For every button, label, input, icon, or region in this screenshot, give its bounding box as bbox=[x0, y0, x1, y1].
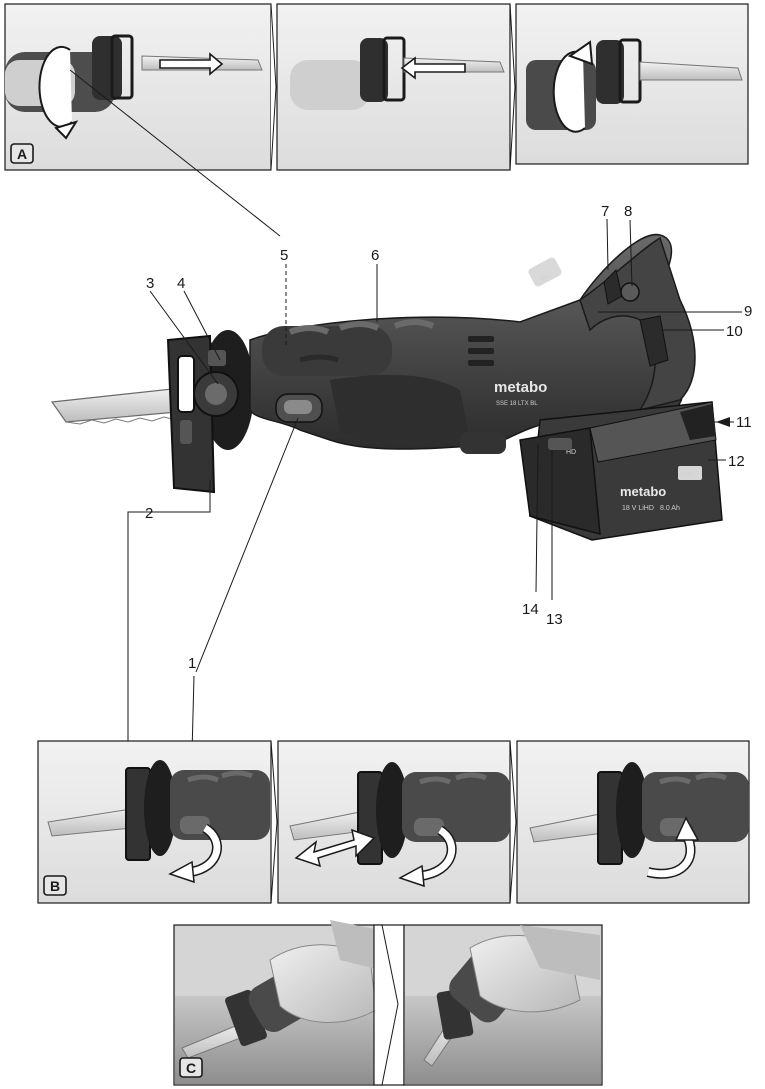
panel-b-step-1: B bbox=[37, 740, 272, 904]
blade-clamp bbox=[360, 38, 388, 102]
callout-6: 6 bbox=[371, 247, 379, 264]
sequence-chevron-icon bbox=[509, 740, 517, 904]
blade-clamp bbox=[596, 40, 624, 104]
callout-14: 14 bbox=[522, 601, 539, 618]
tool-brand: metabo bbox=[494, 379, 547, 396]
battery-pack: HD CIR metabo 18 V LiHD 8.0 Ah bbox=[519, 401, 723, 541]
hand bbox=[290, 60, 370, 110]
callout-1: 1 bbox=[188, 655, 196, 672]
shoe bbox=[110, 34, 134, 100]
callout-4: 4 bbox=[177, 275, 185, 292]
callout-5: 5 bbox=[280, 247, 288, 264]
callout-numbers: 1 2 3 4 5 6 7 8 9 10 11 12 13 14 bbox=[145, 203, 752, 672]
shoe-release-button bbox=[414, 818, 444, 836]
callout-10: 10 bbox=[726, 323, 743, 340]
panel-c-tag-text: C bbox=[186, 1060, 196, 1076]
battery-cir-badge-bg bbox=[678, 466, 702, 480]
panel-b-tag-text: B bbox=[50, 878, 60, 894]
panel-a-step-3 bbox=[515, 3, 749, 165]
double-arrow-icon bbox=[294, 828, 376, 868]
callout-12: 12 bbox=[728, 453, 745, 470]
handle-badge: BL bbox=[540, 273, 550, 282]
panel-a: A bbox=[4, 3, 749, 171]
panel-c-step-2 bbox=[403, 924, 603, 1086]
battery-hd-badge: HD bbox=[566, 449, 576, 456]
push-arrow-icon bbox=[159, 52, 224, 76]
rotate-arrow-icon bbox=[419, 827, 456, 880]
rotate-arrow-icon bbox=[189, 825, 221, 876]
panel-a-tag bbox=[10, 143, 34, 164]
battery-release-button bbox=[548, 438, 572, 450]
blade-release-lever bbox=[208, 350, 226, 366]
shoe-release-button bbox=[180, 816, 210, 834]
blade-clamp bbox=[92, 36, 122, 100]
sequence-chevron-icon bbox=[270, 740, 278, 904]
shoe bbox=[225, 989, 267, 1047]
panel-c-step-1: C bbox=[173, 920, 383, 1086]
callout-11: 11 bbox=[736, 414, 752, 431]
sequence-chevron-icon bbox=[381, 924, 399, 1086]
panel-b-tag bbox=[43, 875, 67, 896]
battery-cir-badge: CIR bbox=[681, 472, 693, 479]
battery-voltage: 18 V LiHD bbox=[622, 505, 654, 512]
panel-b-step-3 bbox=[516, 740, 750, 904]
front-grip bbox=[262, 319, 435, 376]
callout-3: 3 bbox=[146, 275, 154, 292]
panel-a-tag-text: A bbox=[17, 146, 27, 162]
pull-arrow-icon bbox=[400, 56, 466, 80]
speed-button bbox=[620, 282, 640, 302]
arrow-11 bbox=[716, 417, 730, 427]
panel-c: C bbox=[173, 920, 603, 1086]
handle-label bbox=[528, 257, 562, 287]
rotate-arrow-icon bbox=[647, 832, 694, 878]
trigger-switch bbox=[639, 315, 669, 367]
tool-model: SSE 18 LTX BL bbox=[496, 401, 538, 407]
glove-cuff bbox=[520, 925, 600, 980]
motor-lower bbox=[330, 374, 470, 447]
panel-b-step-2 bbox=[277, 740, 511, 904]
battery-capacity: 8.0 Ah bbox=[660, 505, 680, 512]
rotate-arrow-icon bbox=[552, 50, 586, 133]
callout-8: 8 bbox=[624, 203, 632, 220]
callout-13: 13 bbox=[546, 611, 563, 628]
callout-9: 9 bbox=[744, 303, 752, 320]
panel-c-tag bbox=[179, 1057, 203, 1078]
panel-a-step-1: A bbox=[4, 3, 272, 171]
blade bbox=[639, 61, 743, 81]
panel-a-step-2 bbox=[276, 3, 511, 171]
battery-side bbox=[519, 427, 601, 535]
battery-brand: metabo bbox=[620, 484, 666, 499]
sequence-chevron-icon bbox=[270, 3, 277, 171]
callout-2: 2 bbox=[145, 505, 153, 522]
sequence-chevron-icon bbox=[509, 3, 516, 171]
foot-pad bbox=[460, 432, 506, 454]
panel-b: B bbox=[37, 740, 750, 904]
reciprocating-saw: metabo SSE 18 LTX BL BL bbox=[50, 233, 696, 494]
glove-cuff bbox=[330, 920, 380, 970]
callout-7: 7 bbox=[601, 203, 609, 220]
